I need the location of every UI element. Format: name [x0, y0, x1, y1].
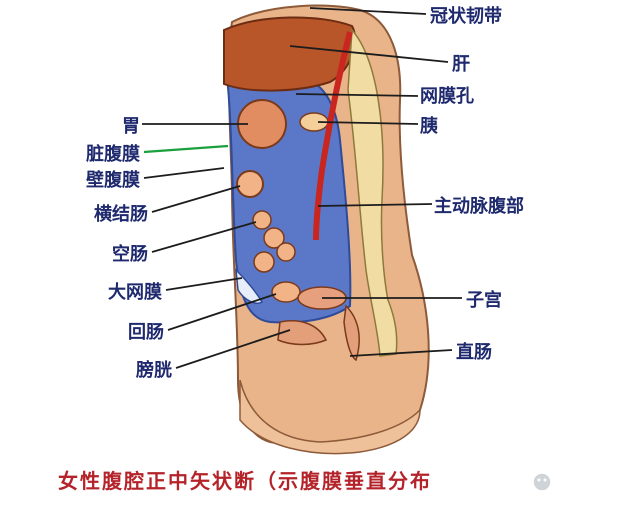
label-kongchang: 空肠	[112, 243, 148, 265]
leader-hengjiechang	[151, 185, 241, 213]
leader-gan	[289, 45, 449, 63]
greater-omentum	[235, 267, 264, 304]
leader-zangfumo	[143, 144, 229, 154]
leader-zhichang	[349, 349, 453, 357]
watermark-text: 影领学苑	[556, 475, 608, 491]
label-pangguang: 膀胱	[135, 359, 172, 381]
label-dawangmo: 大网膜	[108, 281, 162, 303]
ileum	[271, 281, 301, 303]
leader-lines	[142, 7, 462, 369]
label-wangmo-kong: 网膜孔	[420, 85, 474, 107]
intestine-loop	[276, 242, 296, 262]
spine	[347, 28, 398, 357]
label-guanzhuang-rendai: 冠状韧带	[430, 5, 502, 27]
label-hengjiechang: 横结肠	[94, 203, 148, 225]
leader-pangguang	[175, 329, 291, 369]
liver	[223, 16, 356, 92]
wechat-logo-icon	[532, 472, 552, 492]
leader-dawangmo	[165, 277, 243, 291]
leader-wangmo-kong	[295, 93, 419, 97]
leader-bifumo	[143, 167, 225, 179]
wechat-logo-eye	[543, 478, 547, 482]
intestine-loop	[253, 251, 275, 273]
leader-huichang	[167, 293, 277, 331]
wechat-logo-eye	[537, 478, 541, 482]
label-zangfumo: 脏腹膜	[86, 143, 140, 165]
leader-yi	[317, 121, 419, 125]
leader-kongchang	[151, 221, 257, 253]
bladder	[277, 320, 328, 346]
label-zhudongmai-fubu: 主动脉腹部	[434, 195, 524, 217]
rectum	[343, 304, 360, 362]
label-wei: 胃	[122, 116, 140, 137]
anatomy-illustration	[223, 4, 430, 455]
intestine-loop	[252, 210, 272, 230]
aorta	[313, 31, 353, 241]
label-zhichang: 直肠	[456, 341, 492, 363]
transverse-colon	[236, 170, 264, 198]
watermark: 影领学苑	[532, 472, 608, 492]
intestine-loop	[263, 227, 285, 249]
leader-zhudongmai-fubu	[317, 203, 433, 207]
label-huichang: 回肠	[128, 322, 164, 343]
label-zigong: 子宫	[466, 289, 502, 311]
label-bifumo: 壁腹膜	[86, 169, 140, 191]
thigh-skin	[239, 379, 421, 455]
leader-guanzhuang-rendai	[309, 7, 427, 15]
figure-caption: 女性腹腔正中矢状断（示腹膜垂直分布	[58, 469, 432, 493]
label-yi: 胰	[419, 115, 438, 137]
label-gan: 肝	[452, 54, 470, 75]
